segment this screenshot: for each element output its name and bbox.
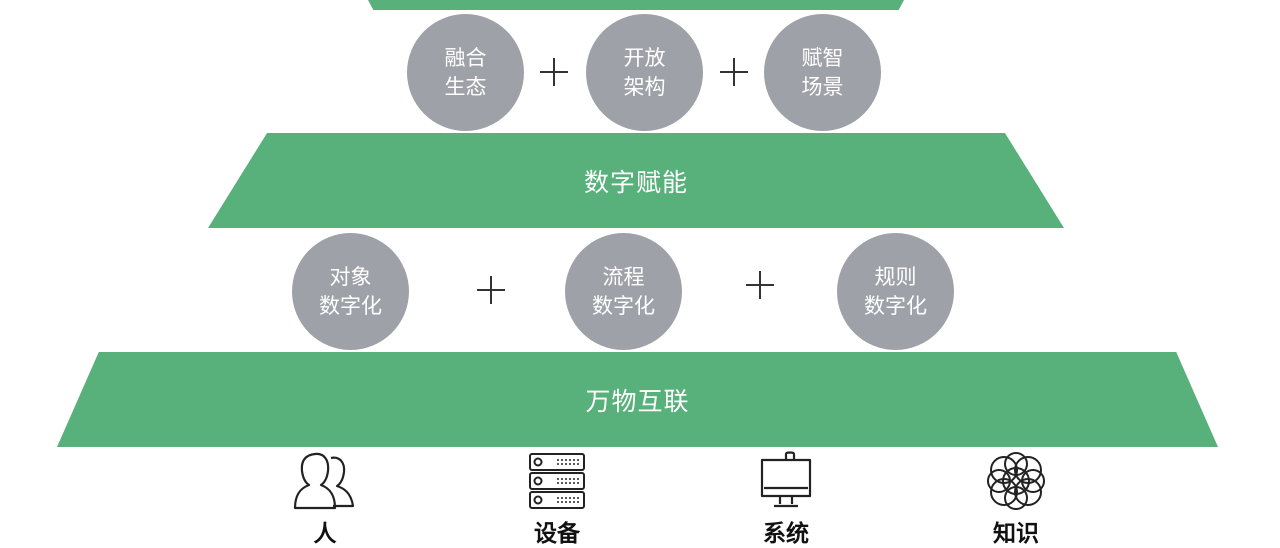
- circle-line: 赋智: [801, 45, 844, 70]
- circle-line: 生态: [444, 74, 487, 99]
- people-icon: [293, 452, 355, 510]
- circle-line: 规则: [874, 264, 917, 289]
- monitor-icon: [760, 451, 812, 508]
- plus-icon: [540, 58, 568, 86]
- circle-line: 流程: [602, 264, 645, 289]
- circle-open-architecture: 开放 架构: [586, 14, 703, 131]
- circle-line: 场景: [801, 74, 844, 99]
- top-band: [368, 0, 904, 10]
- circle-process-digitization: 流程 数字化: [565, 233, 682, 350]
- band-label: 数字赋能: [583, 167, 688, 197]
- base-label: 系统: [763, 521, 809, 547]
- circle-intelligent-scenarios: 赋智 场景: [764, 14, 881, 131]
- base-item-people: 人: [265, 450, 385, 548]
- base-label: 设备: [534, 521, 580, 547]
- plus-icon: [477, 276, 505, 304]
- plus-icon: [746, 271, 774, 299]
- circle-line: 数字化: [319, 293, 382, 318]
- base-item-systems: 系统: [726, 450, 846, 548]
- base-label: 知识: [993, 521, 1039, 547]
- circle-line: 架构: [623, 74, 666, 99]
- circle-integrated-ecosystem: 融合 生态: [407, 14, 524, 131]
- digital-empowerment-band: 数字赋能: [208, 133, 1064, 228]
- circle-line: 数字化: [864, 293, 927, 318]
- circle-line: 对象: [329, 264, 372, 289]
- knowledge-knot-icon: [987, 452, 1045, 510]
- internet-of-everything-band: 万物互联: [57, 352, 1218, 447]
- circle-line: 数字化: [592, 293, 655, 318]
- base-item-devices: 设备: [497, 450, 617, 548]
- base-item-knowledge: 知识: [956, 450, 1076, 548]
- plus-icon: [720, 58, 748, 86]
- server-icon: [529, 453, 585, 509]
- circle-rule-digitization: 规则 数字化: [837, 233, 954, 350]
- base-label: 人: [313, 521, 337, 547]
- circle-line: 融合: [444, 45, 487, 70]
- circle-line: 开放: [623, 45, 666, 70]
- band-label: 万物互联: [585, 386, 690, 416]
- circle-object-digitization: 对象 数字化: [292, 233, 409, 350]
